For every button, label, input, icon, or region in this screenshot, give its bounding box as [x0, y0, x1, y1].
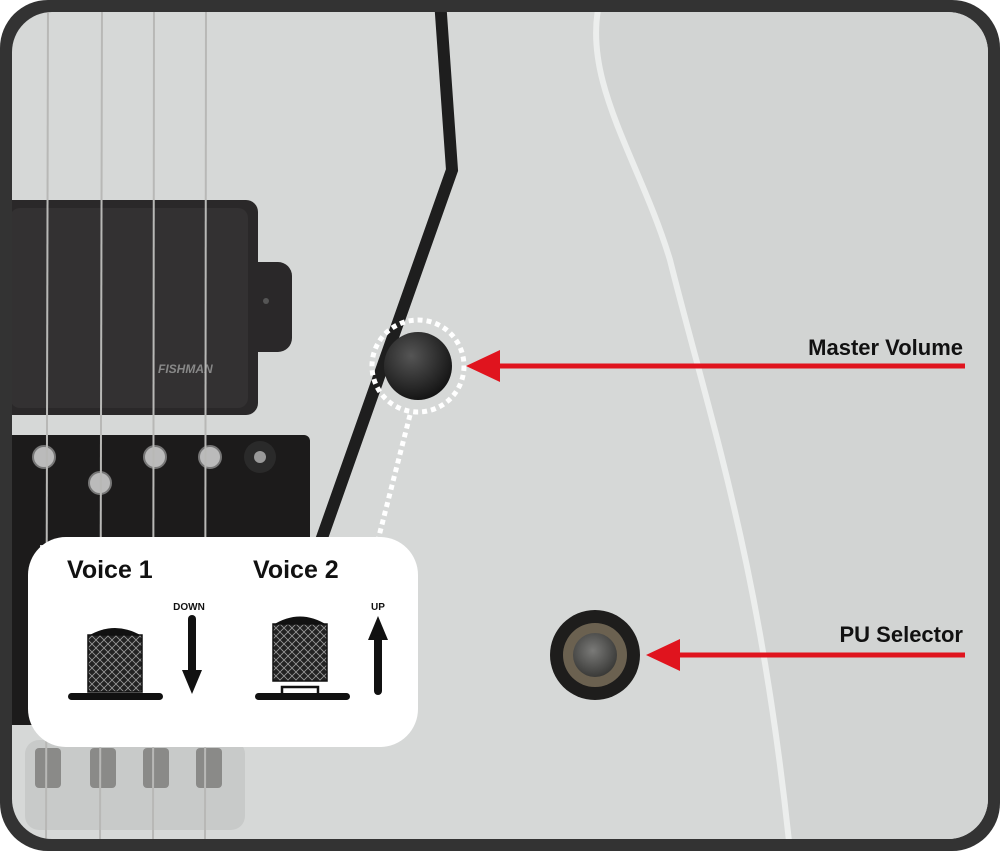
master-volume-label: Master Volume: [808, 335, 963, 360]
body-binding-line: [294, 12, 459, 602]
arrow-down-icon: [182, 615, 202, 694]
voice2-title: Voice 2: [253, 556, 339, 584]
bridge: [12, 435, 310, 830]
pu-selector-arrow: [646, 639, 965, 671]
pickup: FISHMAN: [12, 200, 292, 415]
voice2-knob-up-icon: [255, 616, 350, 700]
pickguard-edge: [593, 12, 793, 839]
knob-highlight-circle: [369, 317, 467, 415]
master-volume-knob[interactable]: [384, 332, 452, 400]
pickup-brand-logo: FISHMAN: [158, 362, 213, 376]
voice1-title: Voice 1: [67, 556, 153, 584]
arrow-up-icon: [368, 616, 388, 695]
master-volume-arrow: [466, 350, 965, 382]
voice1-direction-label: DOWN: [173, 602, 205, 613]
pu-selector-label: PU Selector: [840, 622, 964, 647]
dotted-leader-line: [375, 414, 413, 541]
pu-selector-switch[interactable]: [550, 610, 640, 700]
voice-panel: Voice 1 Voice 2 DOWN UP: [28, 537, 418, 747]
voice2-direction-label: UP: [371, 602, 385, 613]
body-edge: [596, 12, 988, 839]
voice1-knob-down-icon: [68, 628, 163, 700]
